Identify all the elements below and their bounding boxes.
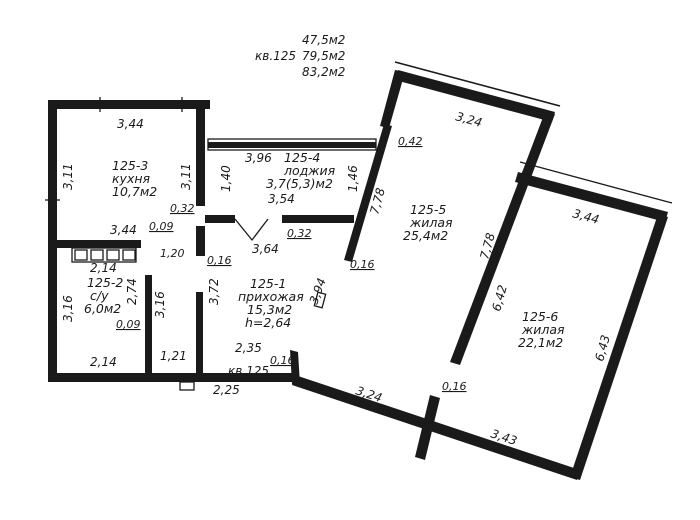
dim-loggia-inner: 3,54: [268, 192, 295, 206]
room-hall: 125-1 прихожая 15,3м2 h=2,64: [238, 276, 304, 330]
dim-apartment-entry: кв.125: [228, 364, 269, 378]
wall-hall-entry: [290, 350, 300, 384]
wall-kitchen-bath: [57, 240, 141, 248]
dim-living1-wall-bottom: 0,16: [350, 258, 375, 271]
dim-bath-right: 3,16: [153, 291, 167, 318]
dim-entry: 2,25: [213, 383, 240, 397]
apartment-label: кв.125: [255, 49, 296, 63]
loggia-name: лоджия: [283, 163, 336, 178]
kitchen-id: 125-3: [112, 158, 148, 173]
wall-kitchen-right-lower: [196, 226, 205, 256]
loggia-id: 125-4: [284, 150, 320, 165]
loggia-door-swing: [234, 218, 269, 242]
dim-hall-right: 3,94: [307, 276, 329, 306]
entry-notch: [179, 381, 195, 391]
wall-hall-living1: [344, 124, 392, 262]
wall-living1-top-outline: [394, 61, 561, 107]
wall-loggia-bottom-right: [282, 215, 354, 223]
dim-loggia-top: 3,96: [245, 151, 272, 165]
living2-id: 125-6: [522, 309, 558, 324]
hall-area: 15,3м2: [247, 302, 292, 317]
dim-bath-top: 2,14: [90, 261, 117, 275]
wall-living2-top: [515, 172, 668, 222]
dim-hall-left: 3,72: [207, 278, 221, 305]
dim-kitchen-bottom: 3,44: [110, 223, 137, 237]
wall-loggia-top: [208, 142, 376, 148]
wall-living2-top-outline: [519, 161, 673, 204]
hall-height: h=2,64: [245, 315, 291, 330]
dim-corridor-bottom: 1,21: [160, 349, 187, 363]
loggia-area: 3,7(5,3)м2: [266, 176, 333, 191]
wall-living2-right: [570, 214, 668, 480]
wall-hall-bottom: [205, 373, 295, 382]
wall-kitchen-right-upper: [196, 106, 205, 206]
dim-kitchen-right: 3,11: [179, 163, 193, 190]
area-total-2: 79,5м2: [302, 49, 345, 63]
living2-name: жилая: [521, 322, 565, 337]
dim-loggia-wall: 0,32: [287, 227, 312, 240]
wall-left-top: [48, 100, 210, 109]
dim-partition-wall: 0,16: [442, 380, 467, 393]
dim-loggia-left: 1,40: [219, 165, 233, 192]
dim-living2-left: 6,42: [489, 283, 509, 312]
dim-kitchen-left: 3,11: [61, 163, 75, 190]
living2-area: 22,1м2: [518, 335, 563, 350]
dim-bath-left: 3,16: [61, 295, 75, 322]
dim-living1-wall: 0,42: [398, 135, 423, 148]
wall-loggia-bottom-left: [205, 215, 235, 223]
area-total-1: 47,5м2: [302, 33, 345, 47]
wall-left-outer: [48, 100, 57, 382]
bath-id: 125-2: [87, 275, 123, 290]
dim-living2-right: 6,43: [592, 333, 612, 362]
room-bath: 125-2 с/у 6,0м2: [84, 275, 123, 316]
wall-left-bottom: [48, 373, 220, 382]
bath-name: с/у: [90, 288, 109, 303]
dim-living1-right: 7,78: [477, 231, 498, 261]
living1-name: жилая: [409, 215, 453, 230]
loggia-frame: [207, 138, 377, 151]
wall-living1-top: [395, 70, 555, 122]
bath-fixtures: [71, 247, 137, 263]
header-block: кв.125 47,5м2 79,5м2 83,2м2: [255, 33, 345, 79]
dim-bath-wall: 0,09: [116, 318, 141, 331]
kitchen-area: 10,7м2: [112, 184, 157, 199]
hall-name: прихожая: [238, 289, 304, 304]
dim-kitchen-wall: 0,32: [170, 202, 195, 215]
dim-wall-kitchen-hall: 0,16: [207, 254, 232, 267]
wall-partition-cross: [415, 395, 440, 460]
dim-living1-left: 7,78: [367, 186, 388, 216]
dim-loggia-bottom: 3,64: [252, 242, 279, 256]
wall-hall-left: [196, 292, 203, 374]
area-total-3: 83,2м2: [302, 65, 345, 79]
room-living2: 125-6 жилая 22,1м2: [518, 309, 565, 350]
dim-bath-bottom: 2,14: [90, 355, 117, 369]
wall-bath-right: [145, 275, 152, 375]
room-loggia: 125-4 лоджия 3,7(5,3)м2: [266, 150, 336, 191]
dim-living2-top: 3,44: [571, 206, 600, 226]
bath-area: 6,0м2: [84, 301, 121, 316]
wall-living1-left: [380, 70, 405, 128]
room-living1: 125-5 жилая 25,4м2: [403, 202, 453, 243]
dim-loggia-right: 1,46: [346, 165, 360, 192]
wall-bottom-living: [292, 375, 580, 480]
walls: [45, 61, 673, 480]
dim-kitchen-partition: 0,09: [149, 220, 174, 233]
dim-bath-door: 2,74: [125, 278, 139, 305]
living1-id: 125-5: [410, 202, 446, 217]
dim-hall-bottom: 2,35: [235, 341, 262, 355]
living1-area: 25,4м2: [403, 228, 448, 243]
dimensions: 3,44 3,11 3,11 0,32 3,44 0,09 2,14 1,20 …: [61, 109, 613, 448]
hall-id: 125-1: [250, 276, 286, 291]
room-kitchen: 125-3 кухня 10,7м2: [112, 158, 157, 199]
hall-column: [313, 291, 327, 309]
dim-door-kitchen: 1,20: [160, 247, 185, 260]
dim-living1-top: 3,24: [454, 109, 483, 129]
kitchen-name: кухня: [112, 171, 151, 186]
dim-hall-wall: 0,16: [270, 354, 295, 367]
dim-kitchen-top: 3,44: [117, 117, 144, 131]
